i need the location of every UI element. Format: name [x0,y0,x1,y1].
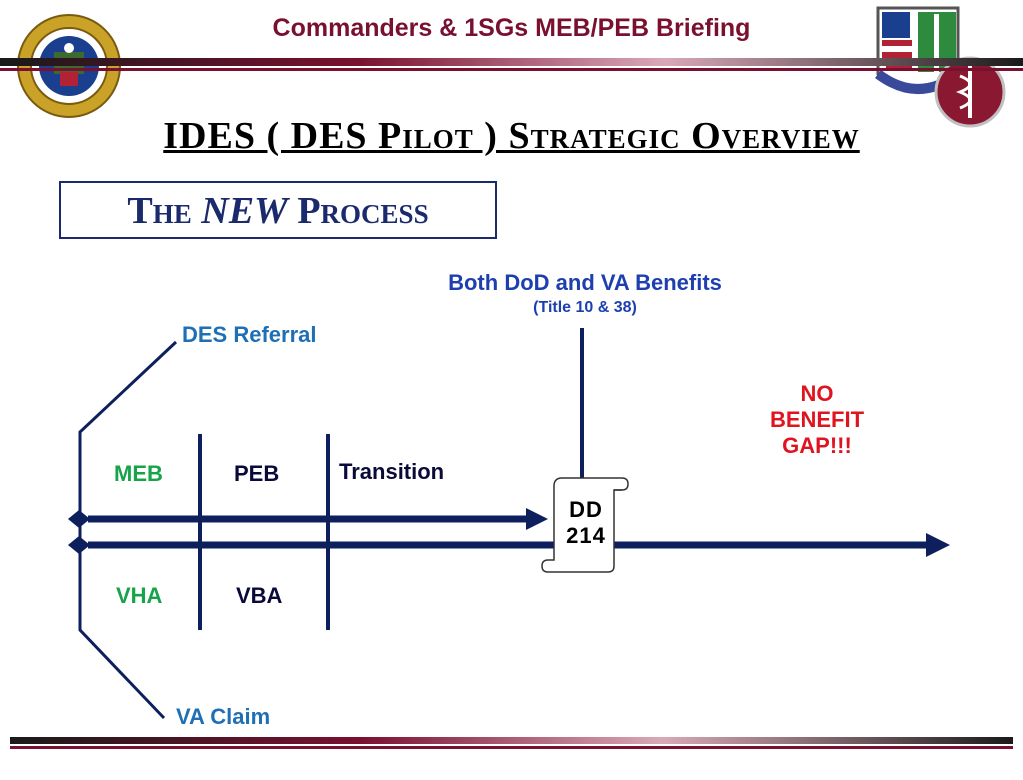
peb-label: PEB [234,461,280,486]
no-benefit-line-2: BENEFIT [769,407,865,432]
header-divider-bar [0,58,1023,71]
des-referral-label: DES Referral [182,322,317,347]
process-heading-post: Process [287,190,429,232]
new-process-heading: The NEW Process [59,181,497,239]
va-track-start-diamond [68,536,90,554]
process-heading-pre: The [127,190,202,232]
benefits-subtitle: (Title 10 & 38) [533,299,637,316]
no-benefit-line-1: NO [800,381,834,406]
process-heading-new: NEW [201,190,288,232]
va-claim-label: VA Claim [176,704,271,729]
des-referral-connector [78,340,178,720]
medical-crest-logo [875,6,1006,128]
dod-track-arrowhead [526,508,548,530]
dd214-line-2: 214 [566,523,606,548]
va-track-arrowhead [926,533,950,557]
dod-track-start-diamond [68,510,90,528]
slide-title: IDES ( DES Pilot ) Strategic Overview [163,115,860,157]
vha-label: VHA [116,583,163,608]
transition-label: Transition [339,459,445,484]
no-benefit-gap-label: NO BENEFIT GAP!!! [752,381,882,459]
dd214-document-icon [541,477,629,573]
meb-label: MEB [114,461,163,486]
no-benefit-line-3: GAP!!! [782,433,852,458]
vba-label: VBA [236,583,283,608]
dd214-line-1: DD [569,497,603,522]
header-title: Commanders & 1SGs MEB/PEB Briefing [272,14,751,42]
footer-divider-bar [10,737,1013,749]
dd214-label: DD 214 [552,497,620,549]
benefits-title: Both DoD and VA Benefits [448,270,722,295]
